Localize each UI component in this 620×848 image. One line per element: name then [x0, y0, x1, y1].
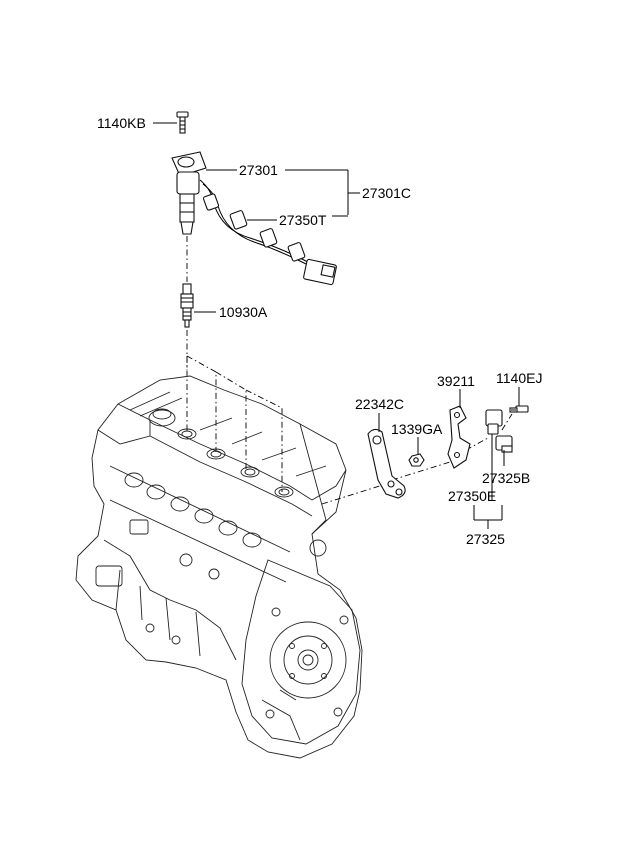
label-1339ga[interactable]: 1339GA [391, 421, 443, 437]
callout-lines [153, 122, 520, 529]
label-27301[interactable]: 27301 [239, 162, 278, 178]
label-27325[interactable]: 27325 [466, 531, 505, 547]
bracket-22342c[interactable] [367, 428, 406, 499]
label-27350t[interactable]: 27350T [279, 212, 327, 228]
label-27350e[interactable]: 27350E [448, 488, 496, 504]
alignment-lines-coil [186, 236, 283, 492]
bolt-1140ej[interactable] [509, 405, 529, 413]
label-1140kb[interactable]: 1140KB [97, 115, 146, 131]
connector-27325b[interactable] [495, 435, 513, 453]
spark-plug-10930a[interactable] [180, 283, 194, 328]
coil-wiring-harness[interactable] [199, 179, 337, 286]
harness-connector-4 [287, 242, 306, 262]
label-22342c[interactable]: 22342C [355, 396, 404, 412]
engine-block [75, 375, 363, 759]
harness-connector-1 [202, 193, 220, 211]
bracket-39211[interactable] [447, 405, 471, 469]
part-labels: 1140KB 27301 27301C 27350T 10930A 39211 … [97, 115, 542, 547]
label-1140ej[interactable]: 1140EJ [496, 370, 542, 386]
nut-1339ga[interactable] [408, 453, 425, 467]
bolt-1140kb[interactable] [176, 111, 189, 134]
label-10930a[interactable]: 10930A [219, 304, 268, 320]
sensor-27350e[interactable] [485, 409, 503, 500]
harness-connector-3 [259, 228, 278, 248]
harness-main-connector [303, 258, 337, 286]
label-27301c[interactable]: 27301C [362, 185, 411, 201]
label-39211[interactable]: 39211 [437, 373, 475, 389]
ignition-coil[interactable] [171, 151, 207, 235]
label-27325b[interactable]: 27325B [482, 470, 530, 486]
harness-connector-2 [229, 210, 248, 230]
alignment-lines-sensor [321, 413, 513, 505]
